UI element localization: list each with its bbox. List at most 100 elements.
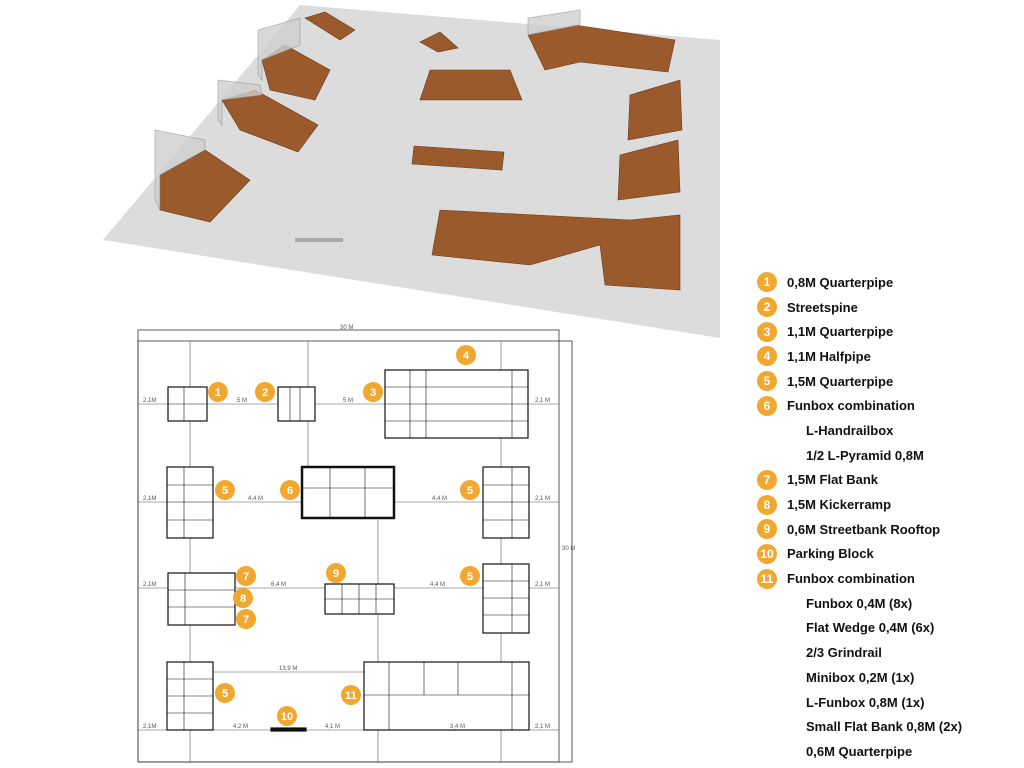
marker-number: 9: [333, 568, 339, 580]
dim-label: 2,1M: [143, 398, 156, 404]
marker-number: 10: [281, 711, 293, 723]
marker-number: 5: [222, 688, 228, 700]
legend-label: 1,1M Quarterpipe: [787, 324, 894, 340]
element-funbox-6: [300, 465, 396, 520]
dim-label: 13,9 M: [279, 666, 297, 672]
legend-number-badge: 8: [757, 494, 777, 515]
dim-label: 2,1M: [143, 582, 156, 588]
dim-label: 6,4 M: [271, 582, 286, 588]
legend-label: Funbox combination: [787, 398, 915, 414]
legend-label: Flat Wedge 0,4M (6x): [806, 620, 935, 636]
legend-label: 1,5M Kickerramp: [787, 497, 892, 513]
marker-circle: [236, 566, 256, 586]
dim-label: 2,1 M: [535, 582, 550, 588]
dim-label: 4,4 M: [432, 496, 447, 502]
plan-marker: 5: [215, 683, 235, 703]
marker-circle: [363, 382, 383, 402]
legend-item: 3 1,1M Quarterpipe: [757, 319, 1017, 344]
dim-label: 2,1M: [143, 724, 156, 730]
legend-number-badge: 6: [757, 395, 777, 416]
element-parking-block: [270, 727, 307, 732]
legend-item: Flat Wedge 0,4M (6x): [757, 616, 1017, 641]
legend-number-badge: 11: [757, 568, 777, 589]
legend-label: Funbox combination: [787, 571, 915, 587]
plan-boundary: [137, 340, 573, 763]
plan-marker: 5: [460, 566, 480, 586]
parking-block-3d: [295, 238, 343, 242]
plan-marker: 1: [208, 382, 228, 402]
marker-circle: [208, 382, 228, 402]
legend-label: 0,6M Streetbank Rooftop: [787, 521, 941, 537]
legend-number-badge: 9: [757, 519, 777, 540]
plan-elements: [166, 369, 530, 732]
dim-label: 5 M: [237, 398, 247, 404]
element-quarterpipe-15-b: [482, 466, 530, 539]
dim-label: 4,4 M: [248, 496, 263, 502]
plan-marker: 5: [460, 480, 480, 500]
legend-item: Minibox 0,2M (1x): [757, 665, 1017, 690]
legend-label: 1,1M Halfpipe: [787, 348, 871, 364]
marker-number: 5: [467, 485, 473, 497]
element-quarterpipe-15-a: [166, 466, 214, 539]
marker-circle: [326, 563, 346, 583]
marker-number: 7: [243, 571, 249, 583]
plan-marker: 2: [255, 382, 275, 402]
marker-number: 2: [262, 387, 268, 399]
walls: [154, 9, 581, 211]
legend-number-badge: 3: [757, 321, 777, 342]
plan-marker: 4: [456, 345, 476, 365]
dim-label: 2,1 M: [535, 724, 550, 730]
marker-circle: [215, 480, 235, 500]
legend-label: 2/3 Grindrail: [806, 645, 882, 661]
legend-number-badge: 10: [757, 543, 777, 564]
marker-circle: [460, 480, 480, 500]
marker-number: 5: [467, 571, 473, 583]
marker-circle: [460, 566, 480, 586]
marker-circle: [236, 609, 256, 629]
marker-number: 11: [345, 690, 357, 702]
legend-number-badge: 7: [757, 469, 777, 490]
marker-circle: [280, 480, 300, 500]
legend-item: Small Flat Bank 0,8M (2x): [757, 714, 1017, 739]
legend-item: 1 0,8M Quarterpipe: [757, 270, 1017, 295]
plan-marker: 9: [326, 563, 346, 583]
marker-number: 6: [287, 485, 293, 497]
plan-marker: 5: [215, 480, 235, 500]
dim-label: 2,1M: [143, 496, 156, 502]
marker-number: 7: [243, 614, 249, 626]
dim-overall-width: 30 M: [340, 325, 353, 331]
marker-number: 4: [463, 350, 470, 362]
skatepark-3d-render: [103, 5, 720, 338]
marker-circle: [341, 685, 361, 705]
marker-circle: [255, 382, 275, 402]
legend-label: L-Funbox 0,8M (1x): [806, 694, 925, 710]
element-funbox-11: [363, 661, 530, 731]
legend-label: Funbox 0,4M (8x): [806, 595, 913, 611]
legend-item: 0,6M Quarterpipe: [757, 739, 1017, 764]
legend-item: 7 1,5M Flat Bank: [757, 468, 1017, 493]
marker-circle: [215, 683, 235, 703]
legend-label: 0,6M Quarterpipe: [806, 743, 913, 759]
legend-item: 6 Funbox combination: [757, 393, 1017, 418]
legend-item: 11 Funbox combination: [757, 566, 1017, 591]
legend-label: 1,5M Flat Bank: [787, 472, 879, 488]
plan-marker: 7: [236, 566, 256, 586]
legend-label: Small Flat Bank 0,8M (2x): [806, 719, 963, 735]
legend-label: 0,8M Quarterpipe: [787, 274, 894, 290]
element-streetspine: [277, 386, 316, 422]
legend-item: 8 1,5M Kickerramp: [757, 492, 1017, 517]
legend-item: 2/3 Grindrail: [757, 640, 1017, 665]
plan-marker: 11: [341, 685, 361, 705]
legend-number-badge: 1: [757, 272, 777, 293]
marker-number: 8: [240, 593, 246, 605]
legend-number-badge: 2: [757, 297, 777, 318]
element-flatbank-kicker: [167, 572, 236, 626]
dim-label: 4,4 M: [430, 582, 445, 588]
legend-label: 1/2 L-Pyramid 0,8M: [806, 447, 924, 463]
legend-label: 1,5M Quarterpipe: [787, 373, 894, 389]
